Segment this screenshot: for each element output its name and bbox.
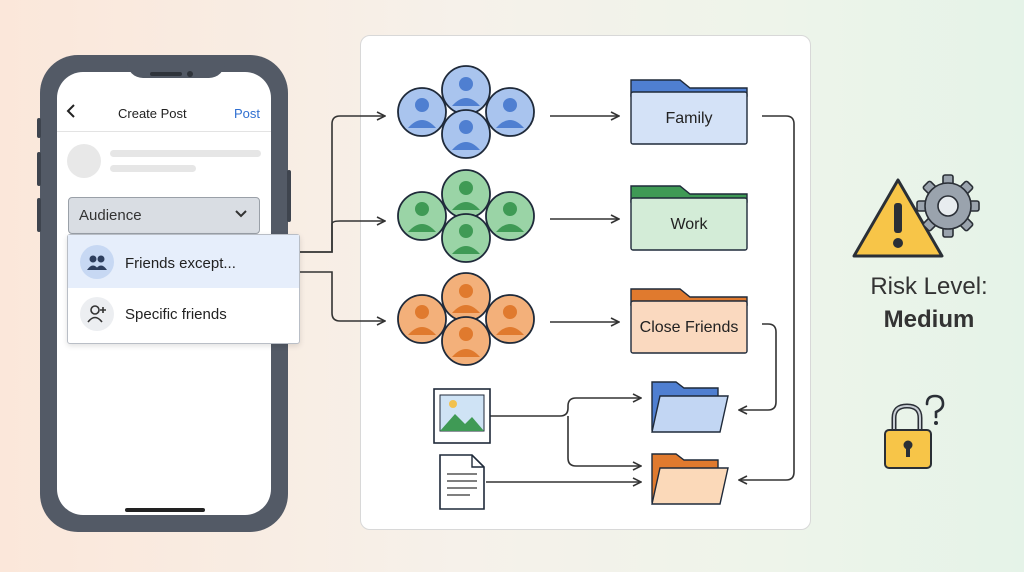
people-icon: [80, 245, 114, 279]
home-indicator: [125, 508, 205, 512]
gear-icon: [916, 174, 980, 238]
text-placeholder-line: [110, 150, 261, 157]
audience-select[interactable]: [68, 197, 260, 234]
text-placeholder-line: [110, 165, 196, 172]
close-friends-group-icon: [397, 272, 535, 366]
connector-arrows: [300, 116, 795, 482]
audience-select-label: Audience: [79, 207, 142, 224]
document-icon: [439, 454, 485, 510]
folder-label-family: Family: [665, 110, 713, 127]
person-add-icon[interactable]: [80, 297, 114, 331]
open-folder-blue-icon: [651, 381, 729, 433]
audience-option-label: Friends except...: [125, 255, 236, 272]
folder-label-work: Work: [670, 216, 708, 233]
page-title: Create Post: [118, 106, 187, 121]
phone-speaker: [150, 72, 182, 76]
audience-option-label[interactable]: Specific friends: [125, 306, 227, 323]
risk-level-title: Risk Level:: [870, 273, 988, 300]
phone-camera: [187, 71, 193, 77]
phone-side-button: [37, 118, 41, 138]
phone-side-button: [37, 152, 41, 186]
image-icon: [433, 388, 491, 444]
family-group-icon: [397, 65, 535, 159]
family-folder-icon: [630, 79, 748, 145]
open-folder-orange-icon: [651, 453, 729, 505]
phone-side-button: [37, 198, 41, 232]
padlock-question-icon: [884, 394, 945, 469]
close-friends-folder-icon: [630, 288, 748, 354]
risk-level-value: Medium: [883, 306, 975, 333]
work-folder-icon: [630, 185, 748, 251]
post-button[interactable]: Post: [234, 106, 261, 121]
warning-icon: [852, 178, 944, 258]
chevron-down-icon: [235, 210, 247, 218]
header-divider: [57, 131, 271, 132]
phone-power-button: [287, 170, 291, 222]
folder-label-close-friends: Close Friends: [639, 319, 739, 336]
back-button[interactable]: [65, 103, 77, 124]
avatar: [67, 144, 101, 178]
work-group-icon: [397, 169, 535, 263]
chevron-left-icon: [66, 104, 75, 118]
